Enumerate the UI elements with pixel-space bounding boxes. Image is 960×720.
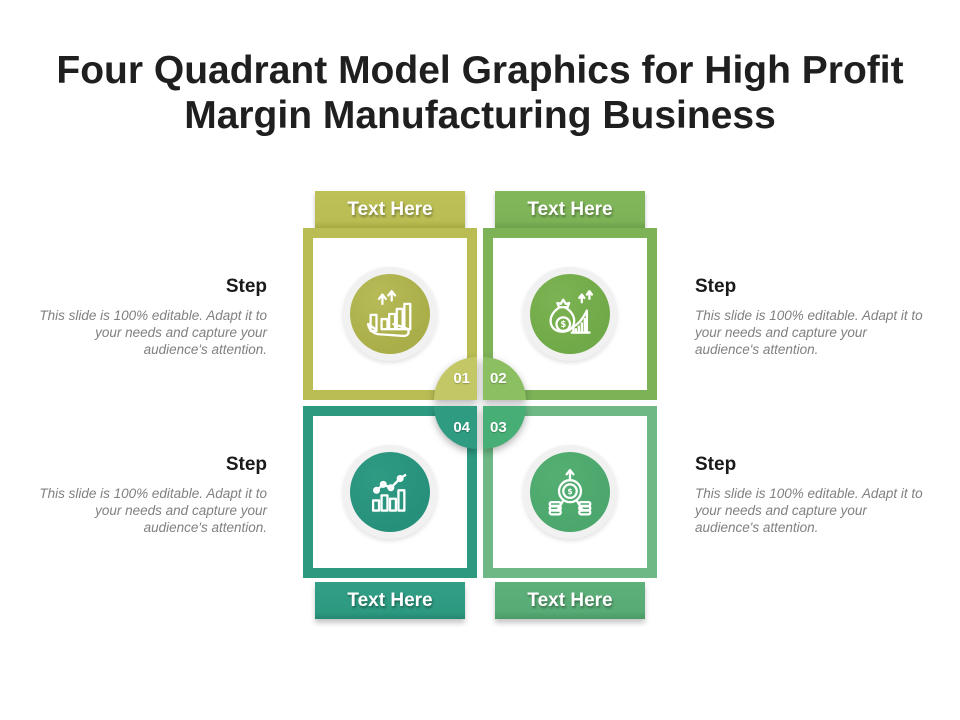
step-body: This slide is 100% editable. Adapt it to…	[39, 486, 267, 536]
badge-segment-01: 01	[434, 357, 477, 400]
analytics-trend-icon	[350, 452, 430, 532]
step-body: This slide is 100% editable. Adapt it to…	[39, 308, 267, 358]
tab-label: Text Here	[527, 198, 613, 220]
badge-number: 01	[453, 370, 470, 387]
slide-title: Four Quadrant Model Graphics for High Pr…	[56, 49, 904, 138]
tab-quadrant-02: Text Here	[495, 191, 645, 228]
badge-segment-03: 03	[483, 406, 526, 449]
growth-bars-hand-icon	[350, 274, 430, 354]
svg-text:$: $	[567, 487, 572, 496]
step-block-top-right: Step This slide is 100% editable. Adapt …	[695, 276, 925, 358]
badge-number: 03	[490, 419, 507, 436]
step-body: This slide is 100% editable. Adapt it to…	[695, 308, 923, 358]
tab-quadrant-03: Text Here	[495, 582, 645, 619]
tab-label: Text Here	[347, 198, 433, 220]
icon-medallion	[343, 445, 437, 539]
step-block-bottom-right: Step This slide is 100% editable. Adapt …	[695, 454, 925, 536]
badge-segment-04: 04	[434, 406, 477, 449]
tab-quadrant-04: Text Here	[315, 582, 465, 619]
tab-quadrant-01: Text Here	[315, 191, 465, 228]
quadrant-number-badge: 01 02 04 03	[434, 357, 526, 449]
quadrant-box-02: $	[483, 228, 657, 400]
step-block-top-left: Step This slide is 100% editable. Adapt …	[37, 276, 267, 358]
step-heading: Step	[225, 454, 267, 475]
svg-text:$: $	[560, 319, 566, 329]
profit-target-coins-icon: $	[530, 452, 610, 532]
badge-segment-02: 02	[483, 357, 526, 400]
step-heading: Step	[695, 276, 737, 297]
step-body: This slide is 100% editable. Adapt it to…	[695, 486, 923, 536]
step-heading: Step	[695, 454, 737, 475]
badge-number: 04	[453, 419, 470, 436]
icon-medallion: $	[523, 267, 617, 361]
money-bag-growth-icon: $	[530, 274, 610, 354]
step-heading: Step	[225, 276, 267, 297]
quadrant-box-03: $	[483, 406, 657, 578]
tab-label: Text Here	[527, 589, 613, 611]
tab-label: Text Here	[347, 589, 433, 611]
badge-number: 02	[490, 370, 507, 387]
icon-medallion	[343, 267, 437, 361]
step-block-bottom-left: Step This slide is 100% editable. Adapt …	[37, 454, 267, 536]
icon-medallion: $	[523, 445, 617, 539]
quadrant-box-01	[303, 228, 477, 400]
